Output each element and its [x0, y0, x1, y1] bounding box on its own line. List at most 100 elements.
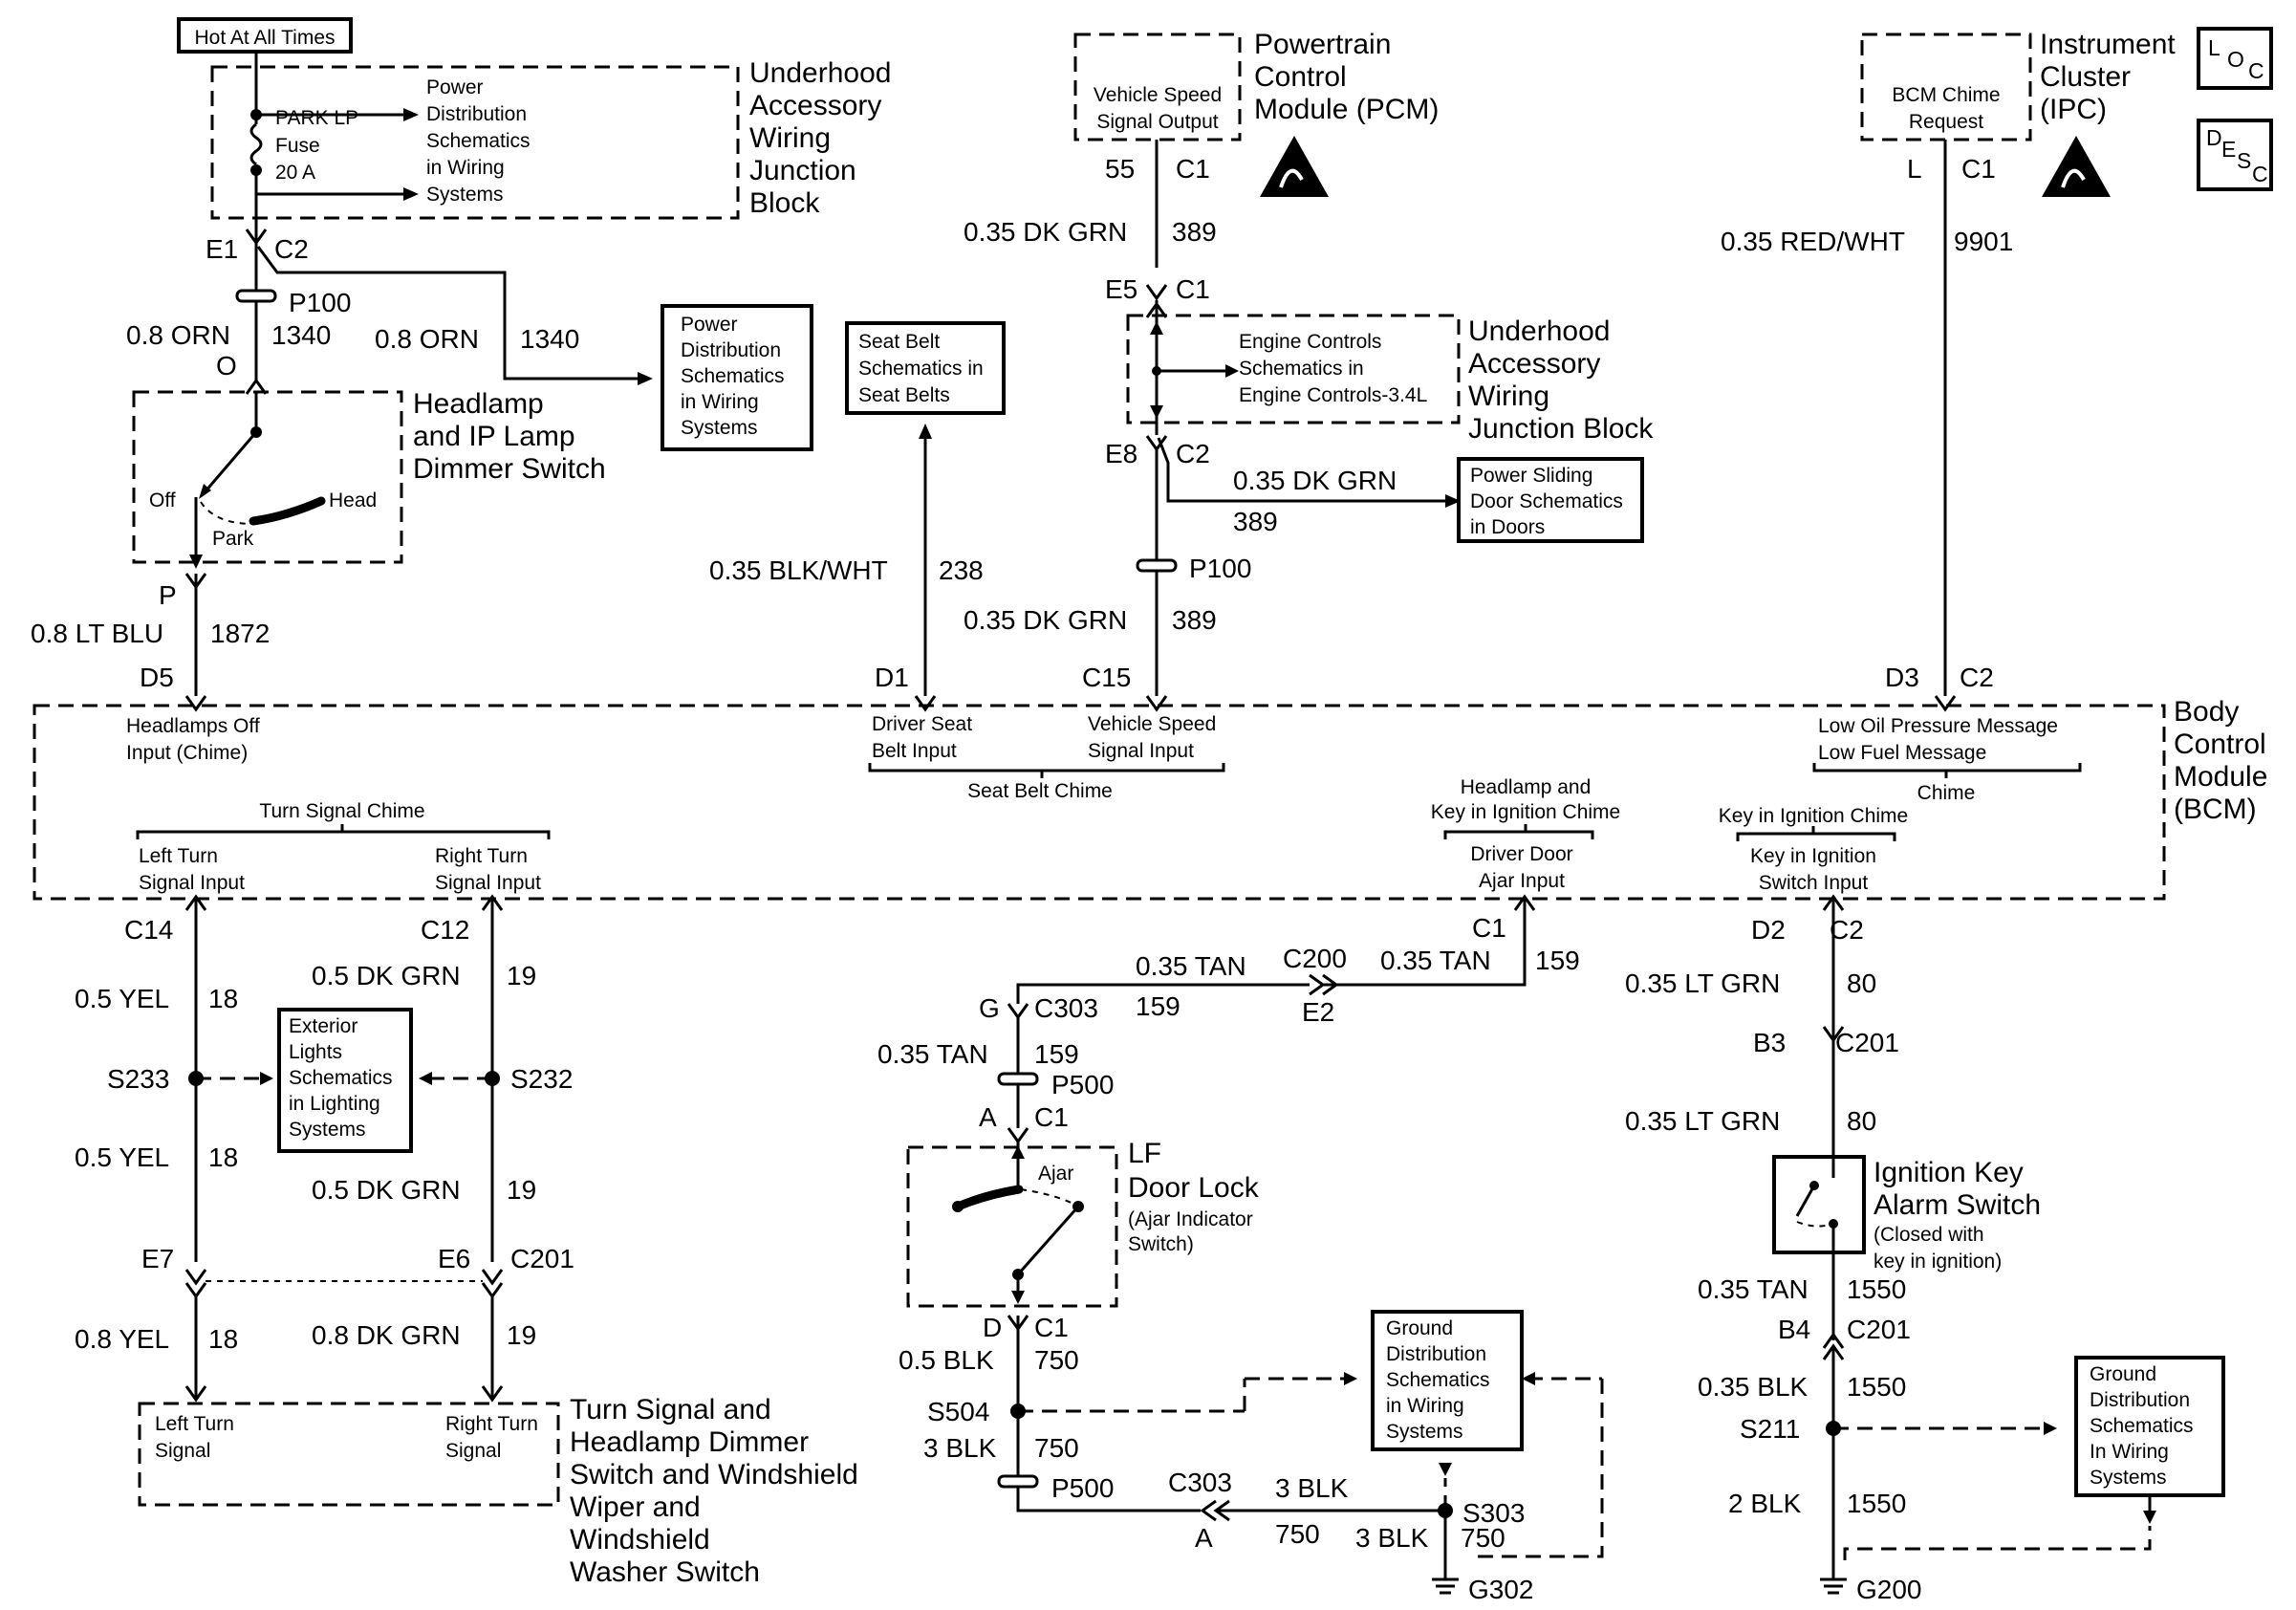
svg-text:0.5 YEL: 0.5 YEL: [75, 1142, 169, 1172]
svg-text:0.35 BLK: 0.35 BLK: [1698, 1372, 1809, 1402]
svg-text:C1: C1: [1034, 1313, 1069, 1342]
svg-text:PARK LP: PARK LP: [275, 107, 358, 129]
svg-text:Body: Body: [2174, 696, 2239, 728]
svg-text:Turn Signal Chime: Turn Signal Chime: [259, 800, 424, 822]
svg-text:0.5 BLK: 0.5 BLK: [899, 1345, 994, 1375]
svg-text:389: 389: [1233, 507, 1278, 536]
svg-text:Headlamp Dimmer: Headlamp Dimmer: [570, 1426, 809, 1458]
svg-text:Power: Power: [426, 76, 484, 98]
svg-text:Accessory: Accessory: [749, 90, 881, 121]
svg-text:C1: C1: [1961, 154, 1996, 184]
svg-text:Switch): Switch): [1128, 1233, 1194, 1255]
svg-text:D: D: [983, 1313, 1002, 1342]
svg-text:Windshield: Windshield: [570, 1524, 710, 1556]
door-ajar-circuit: C1 0.35 TAN C200 0.35 TAN 159 159 E2 G C…: [877, 894, 1604, 1604]
svg-text:Vehicle Speed: Vehicle Speed: [1094, 84, 1222, 106]
svg-text:Schematics: Schematics: [426, 130, 531, 152]
svg-text:C1: C1: [1472, 913, 1506, 943]
svg-text:(Closed with: (Closed with: [1874, 1224, 1984, 1246]
svg-text:20 A: 20 A: [275, 162, 315, 184]
svg-text:C303: C303: [1168, 1468, 1232, 1497]
svg-text:Exterior: Exterior: [289, 1015, 357, 1037]
svg-text:E1: E1: [206, 234, 238, 264]
svg-text:0.35 LT GRN: 0.35 LT GRN: [1625, 968, 1780, 998]
fuse-icon: [249, 122, 263, 166]
svg-text:18: 18: [208, 1142, 238, 1172]
svg-text:O: O: [2227, 47, 2244, 72]
svg-text:Signal: Signal: [155, 1440, 210, 1462]
svg-text:Seat Belt Chime: Seat Belt Chime: [967, 780, 1113, 802]
svg-text:E7: E7: [141, 1244, 174, 1273]
svg-text:A: A: [979, 1102, 997, 1132]
powertrain-control-module: Vehicle Speed Signal Output Powertrain C…: [964, 29, 1439, 304]
svg-text:Ground: Ground: [1386, 1317, 1453, 1339]
svg-text:C201: C201: [1847, 1315, 1911, 1344]
svg-text:E8: E8: [1105, 439, 1137, 468]
svg-text:E6: E6: [438, 1244, 470, 1273]
svg-text:C: C: [2252, 162, 2268, 186]
svg-text:Head: Head: [329, 490, 377, 511]
svg-text:2 BLK: 2 BLK: [1728, 1489, 1802, 1518]
svg-text:Engine Controls-3.4L: Engine Controls-3.4L: [1239, 384, 1427, 406]
svg-text:Systems: Systems: [2090, 1467, 2167, 1489]
svg-text:G302: G302: [1468, 1575, 1534, 1604]
svg-text:80: 80: [1847, 1106, 1876, 1136]
svg-text:Chime: Chime: [1917, 782, 1976, 804]
svg-text:Fuse: Fuse: [275, 135, 320, 157]
svg-text:Schematics: Schematics: [681, 365, 785, 387]
svg-text:Signal Input: Signal Input: [139, 872, 245, 894]
svg-text:Engine Controls: Engine Controls: [1239, 331, 1381, 353]
svg-text:Key in Ignition Chime: Key in Ignition Chime: [1719, 805, 1908, 827]
svg-text:1872: 1872: [210, 619, 270, 648]
svg-text:Signal: Signal: [445, 1440, 501, 1462]
svg-text:750: 750: [1034, 1433, 1079, 1463]
headlamp-dimmer-switch: Off Head Park Headlamp and IP Lamp Dimme…: [31, 388, 606, 696]
svg-text:C2: C2: [1960, 663, 1994, 692]
svg-text:and IP Lamp: and IP Lamp: [413, 421, 575, 452]
svg-text:Signal Output: Signal Output: [1096, 111, 1218, 133]
svg-text:Powertrain: Powertrain: [1254, 29, 1391, 60]
svg-text:Distribution: Distribution: [681, 339, 781, 361]
svg-text:E: E: [2221, 137, 2236, 162]
svg-text:Distribution: Distribution: [2090, 1389, 2190, 1411]
svg-text:Right Turn: Right Turn: [445, 1413, 538, 1435]
svg-text:P100: P100: [1189, 554, 1251, 583]
svg-text:LF: LF: [1128, 1138, 1161, 1169]
svg-text:Underhood: Underhood: [1468, 315, 1610, 347]
svg-text:Door Schematics: Door Schematics: [1470, 490, 1623, 512]
desc-icon: D E S C: [2197, 119, 2273, 191]
svg-text:19: 19: [507, 1175, 536, 1205]
ignition-key-circuit: D2 C2 0.35 LT GRN 80 B3 C201 0.35 LT GRN…: [1625, 894, 2225, 1604]
svg-text:BCM Chime: BCM Chime: [1892, 84, 2000, 106]
svg-text:159: 159: [1034, 1039, 1079, 1069]
svg-text:L: L: [1907, 154, 1922, 184]
svg-text:18: 18: [208, 1324, 238, 1354]
svg-text:0.8 LT BLU: 0.8 LT BLU: [31, 619, 163, 648]
svg-text:0.8 ORN: 0.8 ORN: [375, 324, 479, 354]
svg-text:In Wiring: In Wiring: [2090, 1441, 2169, 1463]
svg-text:B3: B3: [1753, 1028, 1786, 1057]
svg-text:0.8 ORN: 0.8 ORN: [126, 320, 230, 350]
svg-text:S211: S211: [1740, 1414, 1800, 1444]
svg-text:0.35 TAN: 0.35 TAN: [1698, 1274, 1809, 1304]
svg-text:Schematics in: Schematics in: [858, 358, 984, 380]
svg-text:S303: S303: [1462, 1498, 1525, 1528]
svg-text:C201: C201: [510, 1244, 574, 1273]
svg-text:Accessory: Accessory: [1468, 348, 1600, 380]
svg-text:Vehicle Speed: Vehicle Speed: [1088, 713, 1216, 735]
underhood-junction-block-1: PARK LP Fuse 20 A Power Distribution Sch…: [210, 57, 891, 245]
svg-text:Systems: Systems: [1386, 1421, 1463, 1443]
svg-text:238: 238: [939, 555, 984, 585]
svg-text:0.35 LT GRN: 0.35 LT GRN: [1625, 1106, 1780, 1136]
svg-text:Schematics in: Schematics in: [1239, 358, 1364, 380]
svg-text:Belt Input: Belt Input: [872, 740, 957, 762]
svg-text:1550: 1550: [1847, 1489, 1906, 1518]
svg-text:Module (PCM): Module (PCM): [1254, 94, 1439, 125]
svg-text:C15: C15: [1082, 663, 1131, 692]
svg-text:S233: S233: [107, 1064, 169, 1094]
svg-text:0.35 BLK/WHT: 0.35 BLK/WHT: [709, 555, 888, 585]
svg-text:55: 55: [1105, 154, 1135, 184]
svg-text:Dimmer Switch: Dimmer Switch: [413, 453, 606, 485]
svg-text:Power: Power: [681, 314, 738, 336]
svg-text:Wiper and: Wiper and: [570, 1491, 701, 1523]
